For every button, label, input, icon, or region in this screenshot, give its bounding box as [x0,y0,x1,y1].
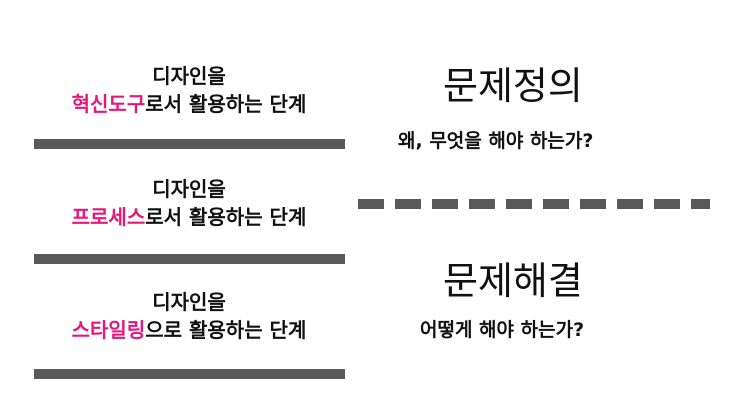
dashed-divider [358,199,710,209]
stage-line-2: 스타일링으로 활용하는 단계 [34,316,344,344]
problem-definition-question: 왜, 무엇을 해야 하는가? [398,130,594,152]
stage-block-process: 디자인을 프로세스로서 활용하는 단계 [34,175,344,231]
stage-highlight: 프로세스 [71,205,146,229]
stage-line-1: 디자인을 [152,177,226,201]
divider-bar [34,254,345,264]
stage-rest: 로서 활용하는 단계 [145,92,307,116]
problem-solving-title: 문제해결 [443,259,583,303]
stage-rest: 으로 활용하는 단계 [145,318,307,342]
divider-bar [34,139,345,149]
stage-highlight: 스타일링 [71,318,146,342]
divider-bar [34,369,345,379]
stage-highlight: 혁신도구 [71,92,146,116]
stage-line-2: 프로세스로서 활용하는 단계 [34,203,344,231]
stage-line-2: 혁신도구로서 활용하는 단계 [34,90,344,118]
stage-line-1: 디자인을 [152,290,226,314]
stage-line-1: 디자인을 [152,64,226,88]
stage-block-styling: 디자인을 스타일링으로 활용하는 단계 [34,288,344,344]
problem-definition-title: 문제정의 [443,64,583,108]
stage-rest: 로서 활용하는 단계 [145,205,307,229]
problem-solving-question: 어떻게 해야 하는가? [420,319,585,341]
stage-block-innovation: 디자인을 혁신도구로서 활용하는 단계 [34,62,344,118]
